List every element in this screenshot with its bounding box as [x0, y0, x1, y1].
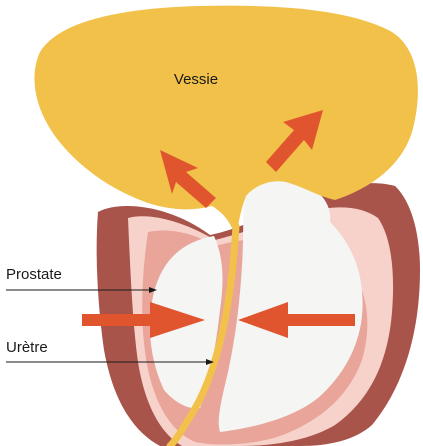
bladder-label: Vessie — [174, 71, 218, 88]
prostate-label: Prostate — [6, 266, 62, 283]
urethra-label: Urètre — [6, 339, 48, 356]
